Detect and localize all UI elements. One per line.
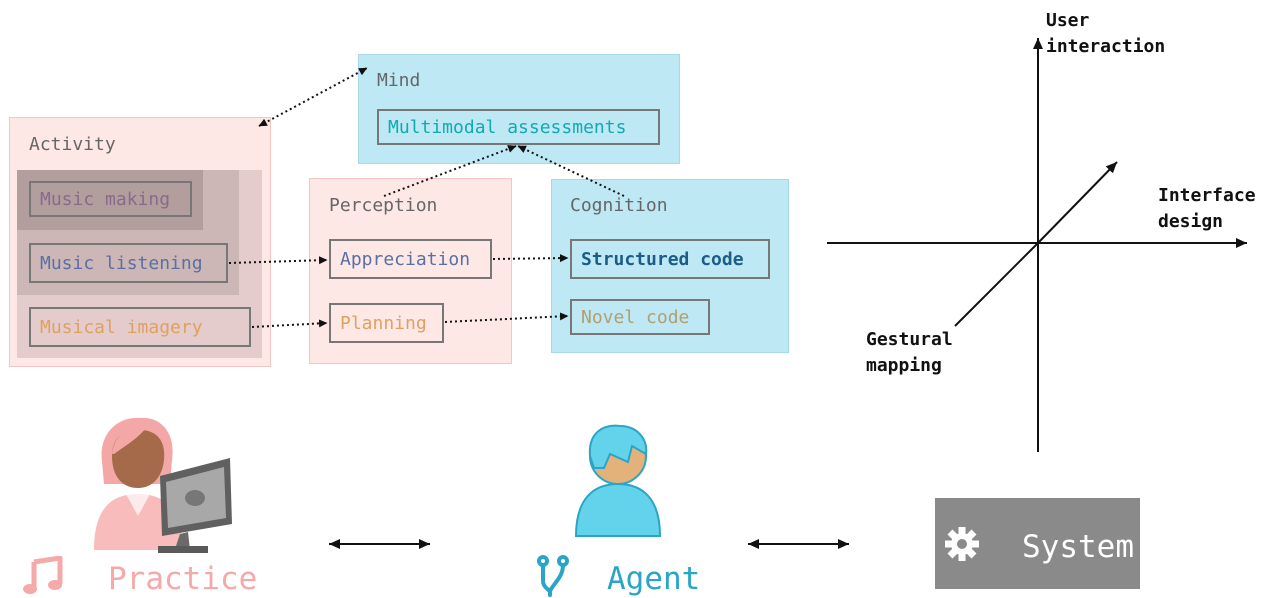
node-musical-imagery: Musical imagery xyxy=(29,307,251,347)
music-note-icon xyxy=(23,556,63,594)
person-icon xyxy=(574,424,662,537)
person-computer-icon xyxy=(94,417,232,553)
node-music-making: Music making xyxy=(29,181,192,217)
arrow-listening-appreciation xyxy=(228,256,328,265)
arrow-activity-mind xyxy=(258,67,368,127)
perception-title: Perception xyxy=(329,195,438,216)
arrow-planning-novel xyxy=(444,312,569,323)
arrow-appreciation-structured xyxy=(492,254,569,263)
node-music-listening: Music listening xyxy=(29,243,228,283)
perception-region xyxy=(309,178,512,364)
axis-diagonal-up xyxy=(1037,161,1118,244)
arrow-perception-mind xyxy=(383,145,517,197)
node-novel-code: Novel code xyxy=(570,299,710,335)
practice-label: Practice xyxy=(108,561,258,597)
branch-icon xyxy=(537,555,569,597)
axis-label-interface-design: Interface design xyxy=(1158,185,1256,232)
cognition-region xyxy=(551,179,789,353)
agent-label: Agent xyxy=(607,561,701,597)
system-label: System xyxy=(1022,529,1134,565)
mind-title: Mind xyxy=(377,70,421,91)
node-appreciation: Appreciation xyxy=(329,239,492,279)
node-multimodal-assessments: Multimodal assessments xyxy=(377,109,660,145)
axis-label-user-interaction: User interaction xyxy=(1046,10,1166,57)
axis-diagonal-down xyxy=(954,242,1039,327)
activity-inner-shadow-3 xyxy=(17,170,203,230)
axis-label-gestural-mapping: Gestural mapping xyxy=(866,329,953,376)
node-planning: Planning xyxy=(329,303,444,343)
arrow-cognition-mind xyxy=(517,145,625,197)
cognition-title: Cognition xyxy=(570,195,668,216)
node-structured-code: Structured code xyxy=(570,239,770,279)
arrow-imagery-planning xyxy=(251,319,328,328)
gear-icon xyxy=(945,527,979,561)
activity-title: Activity xyxy=(29,134,116,155)
